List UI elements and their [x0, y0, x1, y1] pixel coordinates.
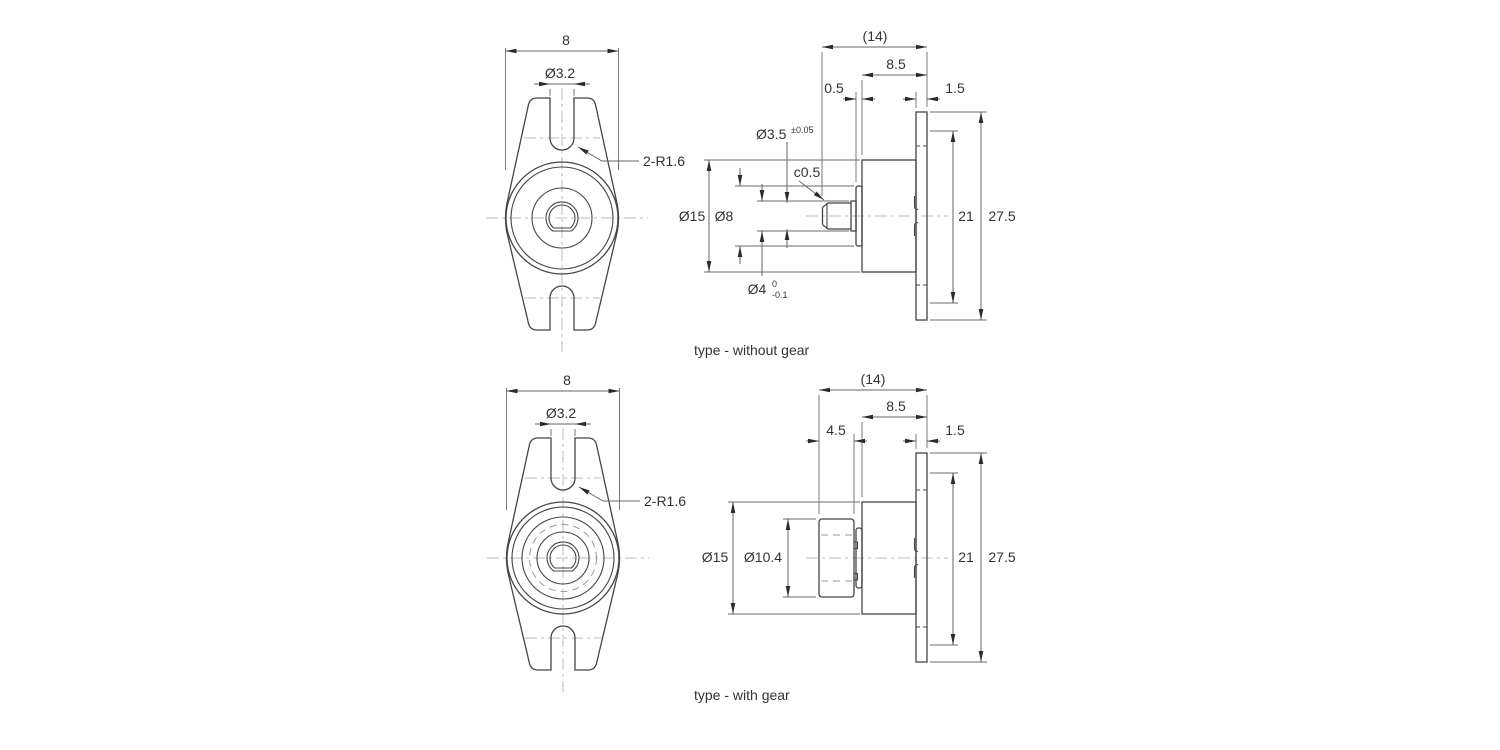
- shaft-hole-chamfer: [545, 201, 579, 232]
- dim-flange-height-label: 27.5: [988, 549, 1015, 565]
- body-circle-inner-ring: [510, 166, 614, 270]
- gear-root-circle: [536, 531, 590, 585]
- dim-width-label: 8: [562, 32, 570, 48]
- dim-chamfer-label: c0.5: [794, 164, 821, 180]
- flange-center-hole-edges: [913, 196, 919, 236]
- body-circle-outer: [505, 161, 619, 275]
- dim-shaft-base-tol-lower: -0.1: [772, 290, 788, 300]
- boss-circle: [531, 187, 593, 249]
- flange-center-hole-edges: [913, 538, 919, 578]
- dim-body-length-label: 8.5: [886, 56, 906, 72]
- flange-plate: [915, 452, 928, 663]
- shaft-hole-chamfer: [546, 541, 580, 572]
- side-view-without-gear: (14) 8.5 0.5 1.5 Ø3.5 ±0.05 c0.5 Ø15 Ø8: [679, 28, 1016, 358]
- dim-flange-thickness-label: 1.5: [945, 422, 965, 438]
- dim-fork-radius-label: 2-R1.6: [644, 493, 686, 509]
- leader-line: [577, 146, 639, 162]
- dim-shaft-dia-tol-label: ±0.05: [791, 125, 813, 135]
- dim-overall-label: (14): [861, 371, 886, 387]
- dim-shaft-dia-label: Ø3.5: [756, 126, 787, 142]
- flange-plate: [915, 111, 928, 321]
- shaft-outline: [821, 202, 851, 230]
- dim-hole-pitch-label: 21: [958, 208, 974, 224]
- leader-line: [578, 486, 640, 502]
- dim-gear-dia-label: Ø10.4: [744, 549, 782, 565]
- body-circle-outer: [506, 501, 620, 615]
- side-view-with-gear: (14) 8.5 4.5 1.5 Ø15 Ø10.4 21 27.5: [694, 371, 1016, 703]
- dim-boss-dia-label: Ø8: [715, 208, 734, 224]
- body-circle-inner-ring: [511, 506, 615, 610]
- dim-body-length-label: 8.5: [886, 398, 906, 414]
- dim-fork-radius-label: 2-R1.6: [643, 153, 685, 169]
- shaft-hole-dflat: [548, 204, 576, 229]
- caption-with-gear: type - with gear: [694, 687, 790, 703]
- dim-flange-height-label: 27.5: [988, 208, 1015, 224]
- dim-width-label: 8: [563, 372, 571, 388]
- dim-hole-pitch-label: 21: [958, 549, 974, 565]
- dim-slot-label: Ø3.2: [546, 405, 577, 421]
- dim-body-dia-label: Ø15: [702, 549, 729, 565]
- gear: [818, 518, 855, 598]
- dim-shaft-base-dia-label: Ø4: [748, 281, 767, 297]
- dim-boss-width-label: 0.5: [824, 80, 844, 96]
- dim-flange-thickness-label: 1.5: [945, 80, 965, 96]
- dim-slot-label: Ø3.2: [545, 65, 576, 81]
- dim-shaft-base-tol-upper: 0: [772, 279, 777, 289]
- gear-pitch-circle: [529, 524, 597, 592]
- front-view-without-gear: 8 Ø3.2 2-R1.6: [486, 32, 685, 352]
- front-view-with-gear: 8 Ø3.2 2-R1.6: [487, 372, 686, 692]
- caption-without-gear: type - without gear: [694, 342, 810, 358]
- leader-line: [798, 180, 825, 201]
- dim-overall-label: (14): [863, 28, 888, 44]
- gear-outer-circle: [521, 516, 605, 600]
- dim-body-dia-label: Ø15: [679, 208, 706, 224]
- shaft-hole-dflat: [549, 544, 577, 569]
- dim-gear-width-label: 4.5: [826, 422, 846, 438]
